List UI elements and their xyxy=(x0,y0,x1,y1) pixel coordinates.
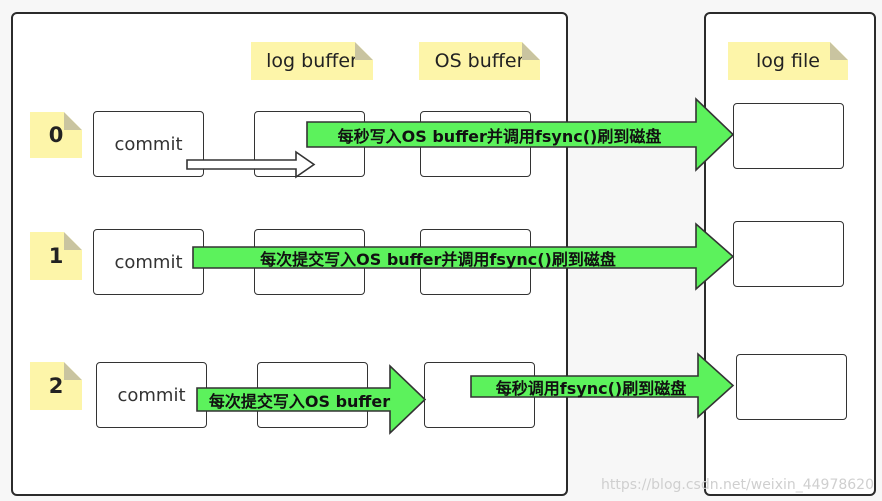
row-0-flush-arrow-label: 每秒写入OS buffer并调用fsync()刷到磁盘 xyxy=(337,126,662,146)
row-2-write-arrow xyxy=(196,364,427,435)
row-1-commit-label: commit xyxy=(114,251,183,273)
log-file-header: log file xyxy=(728,42,848,80)
row-1-number-label: 1 xyxy=(48,244,64,268)
row-2-write-arrow-label: 每次提交写入OS buffer xyxy=(208,391,391,411)
row-0-commit-box: commit xyxy=(93,111,204,177)
row-0-number-label: 0 xyxy=(48,123,64,147)
log-file-header-label: log file xyxy=(756,50,820,72)
row-2-number: 2 xyxy=(30,362,82,410)
row-1-flush-arrow xyxy=(192,222,735,291)
row-2-log-file-box xyxy=(736,354,847,420)
row-2-commit-label: commit xyxy=(117,384,186,406)
row-0-flush-arrow xyxy=(306,97,735,172)
os-buffer-header-label: OS buffer xyxy=(434,50,525,72)
row-0-commit-to-log-buffer-arrow xyxy=(186,150,316,179)
log-buffer-header-label: log buffer xyxy=(266,50,358,72)
row-2-fsync-arrow-label: 每秒调用fsync()刷到磁盘 xyxy=(495,378,687,398)
log-buffer-header: log buffer xyxy=(251,42,373,80)
row-2-commit-box: commit xyxy=(96,362,207,428)
os-buffer-header: OS buffer xyxy=(419,42,540,80)
row-0-commit-label: commit xyxy=(114,133,183,155)
watermark: https://blog.csdn.net/weixin_44978620 xyxy=(600,477,874,493)
row-2-number-label: 2 xyxy=(48,374,64,398)
row-1-commit-box: commit xyxy=(93,229,204,295)
row-0-log-file-box xyxy=(733,103,844,169)
row-1-log-file-box xyxy=(733,221,844,287)
row-1-flush-arrow-label: 每次提交写入OS buffer并调用fsync()刷到磁盘 xyxy=(260,249,616,269)
row-2-fsync-arrow xyxy=(470,352,735,419)
